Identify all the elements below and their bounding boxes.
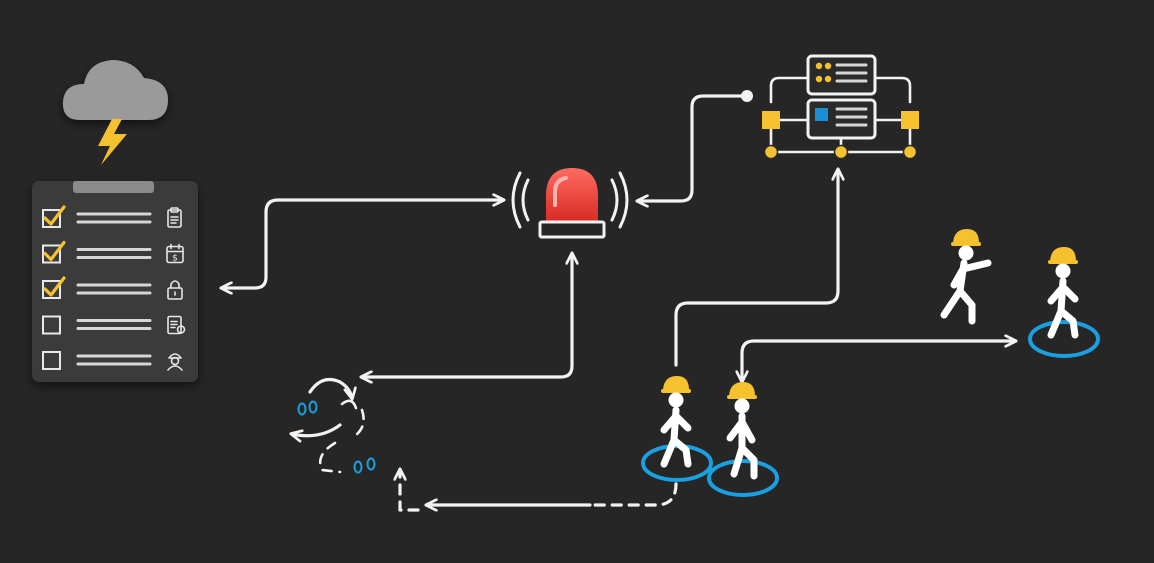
check-mark-icon (43, 240, 66, 262)
checklist-item (42, 276, 183, 300)
hard-hat-icon (953, 229, 979, 243)
checklist-item (42, 351, 183, 371)
checklist-item (42, 315, 186, 335)
server-network-icon (762, 54, 919, 160)
construction-worker-icon (940, 229, 992, 325)
svg-text:$: $ (172, 254, 178, 264)
hard-hat-icon (1050, 247, 1076, 261)
hard-hat-icon (729, 382, 755, 396)
document-gear-icon (167, 315, 186, 335)
clipboard-icon (167, 207, 182, 228)
worker-badge-icon (167, 353, 183, 371)
padlock-icon (167, 280, 183, 300)
connector-node (741, 90, 753, 102)
calendar-dollar-icon: $ (166, 243, 184, 264)
connector-footprints-up (393, 467, 420, 512)
footprints-blue-1 (297, 400, 318, 416)
checkbox (42, 280, 61, 299)
construction-worker-icon (641, 376, 713, 482)
construction-worker-icon (1028, 247, 1100, 358)
checkbox (42, 244, 61, 264)
checkbox (42, 351, 61, 370)
construction-worker-icon (707, 382, 779, 497)
checklist-item (42, 205, 182, 228)
sound-wave-icon (511, 171, 522, 229)
sound-wave-icon (618, 171, 629, 229)
safe-zone-ring (641, 444, 713, 482)
connector-zone-workers (735, 334, 1018, 384)
footprints-blue-2 (353, 457, 376, 474)
hard-hat-icon (663, 376, 689, 390)
footprints-icon (289, 378, 376, 474)
check-mark-icon (43, 205, 66, 226)
connector-server-alarm (635, 94, 747, 208)
checkbox (42, 209, 61, 228)
connector-alarm-footprints (359, 251, 579, 384)
clipboard-clip (73, 181, 154, 193)
sound-wave-icon (521, 178, 530, 222)
worker-figure (940, 259, 992, 325)
safe-zone-ring (1028, 320, 1100, 358)
storm-cloud-icon (62, 60, 168, 165)
sound-wave-icon (610, 178, 619, 222)
connector-alarm-checklist (219, 193, 506, 295)
connector-workers-footprints (588, 482, 678, 507)
worker-figure (1047, 277, 1079, 339)
worker-figure (660, 406, 692, 468)
safe-zone-ring (707, 459, 779, 497)
lightning-bolt-icon (98, 119, 127, 165)
checklist-icon: $ (32, 181, 198, 382)
alarm-beacon-icon (511, 168, 629, 239)
connector-workers-server (674, 167, 845, 367)
checklist-item: $ (42, 240, 184, 264)
check-mark-icon (43, 276, 66, 297)
checkbox (42, 315, 61, 335)
worker-figure (726, 412, 758, 480)
